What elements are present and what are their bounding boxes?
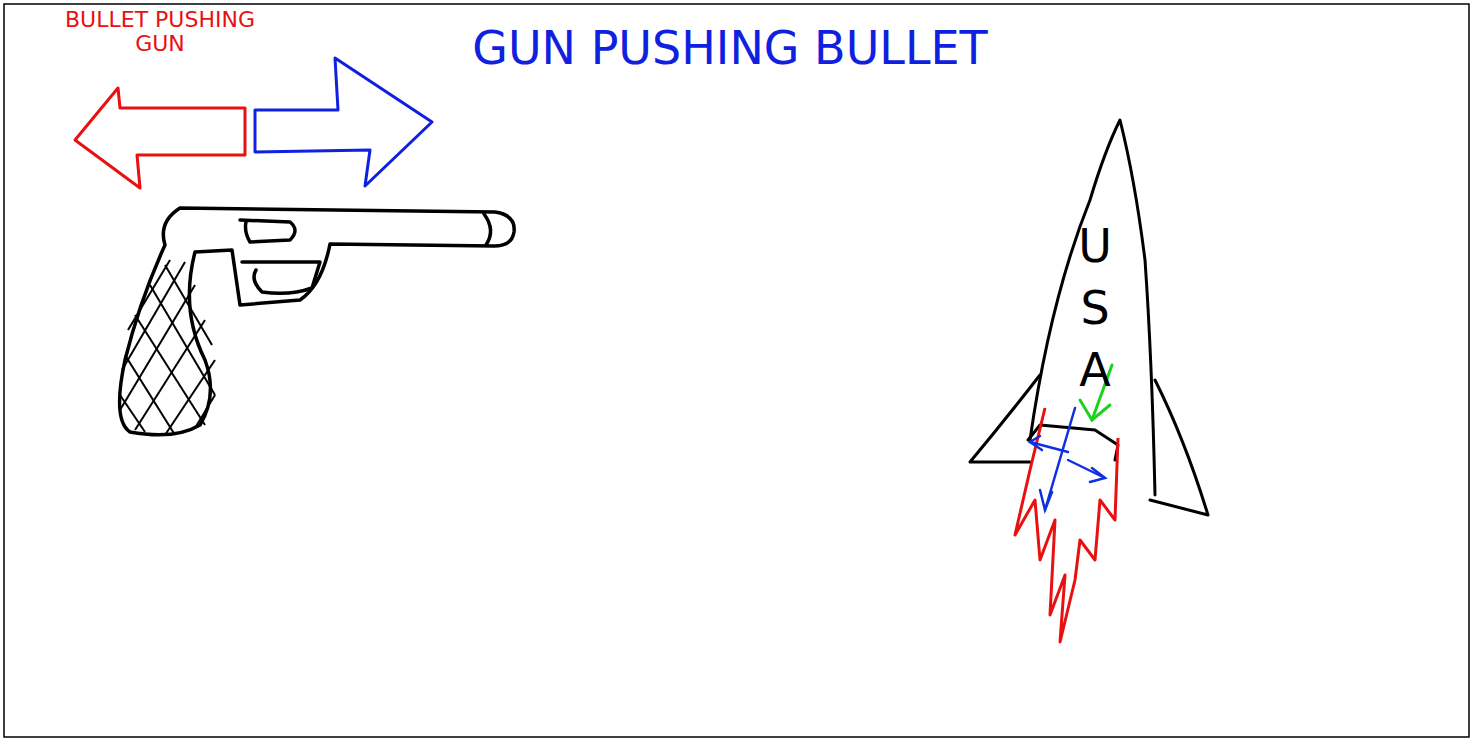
reaction-arrow	[75, 88, 245, 188]
force-arrows	[1030, 408, 1105, 510]
grip-hatching	[120, 260, 215, 435]
action-label: GUN PUSHING BULLET	[420, 18, 1040, 78]
page-border	[4, 4, 1469, 737]
gun-drawing	[120, 208, 515, 435]
rocket-drawing	[970, 120, 1208, 515]
action-arrow	[255, 58, 432, 186]
rocket-exhaust	[1015, 408, 1118, 642]
reaction-label: BULLET PUSHING GUN	[60, 8, 260, 56]
rocket-lettering: U S A	[1070, 215, 1120, 401]
